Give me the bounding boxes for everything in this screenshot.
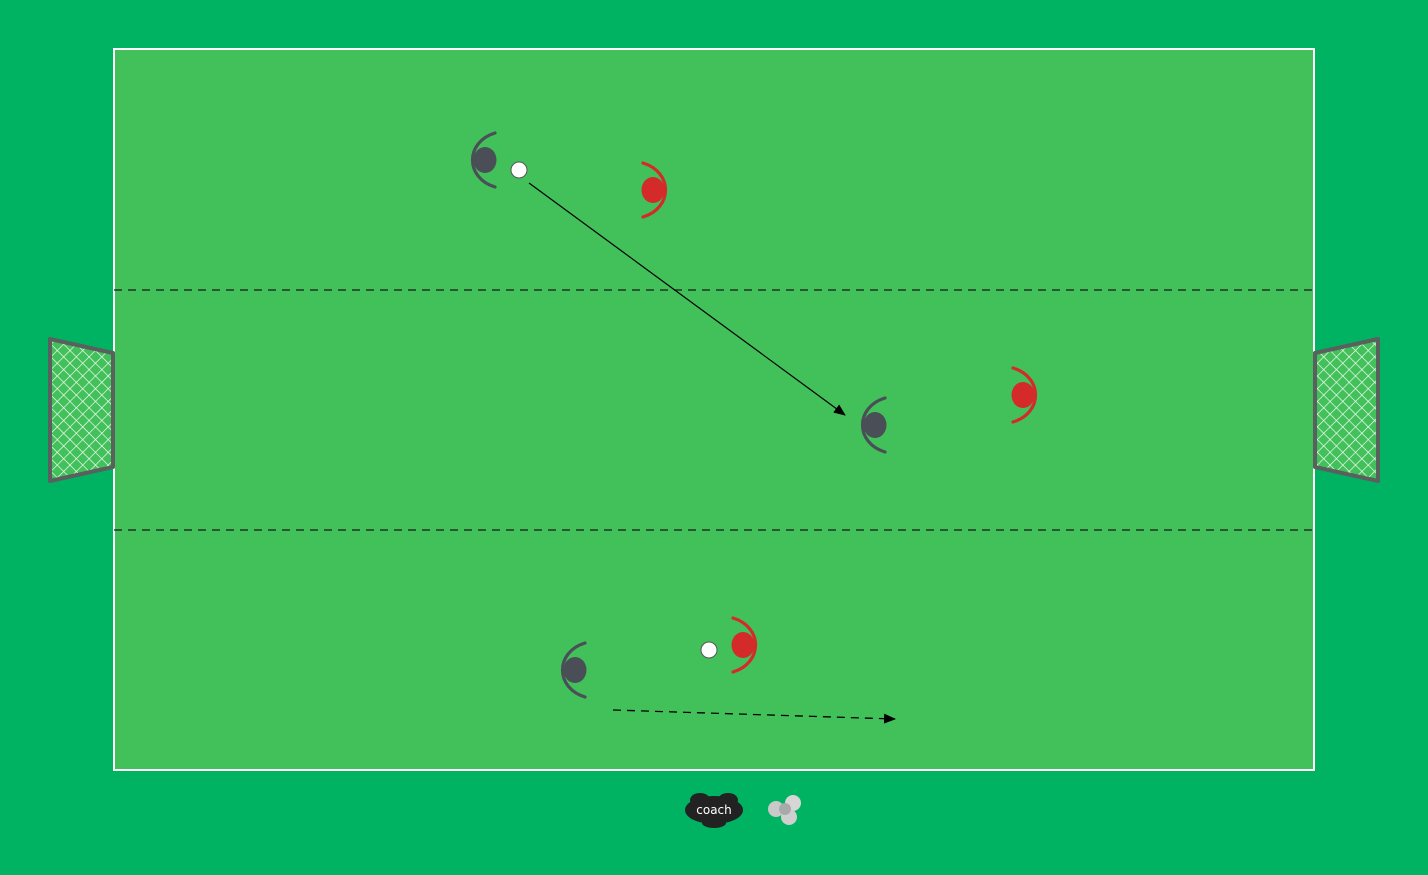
player-dark-1[interactable] <box>470 131 497 189</box>
coach-logo-icon: coach <box>685 793 743 828</box>
player-red-2[interactable] <box>1011 366 1038 424</box>
pass-arrow <box>528 182 846 416</box>
player-dark-2[interactable] <box>860 396 887 454</box>
run-arrow <box>612 709 896 724</box>
player-red-1[interactable] <box>641 161 668 219</box>
goal-left <box>48 337 115 483</box>
player-red-3[interactable] <box>731 616 758 674</box>
ball-2[interactable] <box>700 641 718 659</box>
pitch <box>113 48 1315 771</box>
ball-1[interactable] <box>510 161 528 179</box>
goal-right <box>1313 337 1380 483</box>
coach-logo-text: coach <box>696 803 732 817</box>
player-dark-3[interactable] <box>560 641 587 699</box>
partner-logo-icon <box>768 795 801 825</box>
